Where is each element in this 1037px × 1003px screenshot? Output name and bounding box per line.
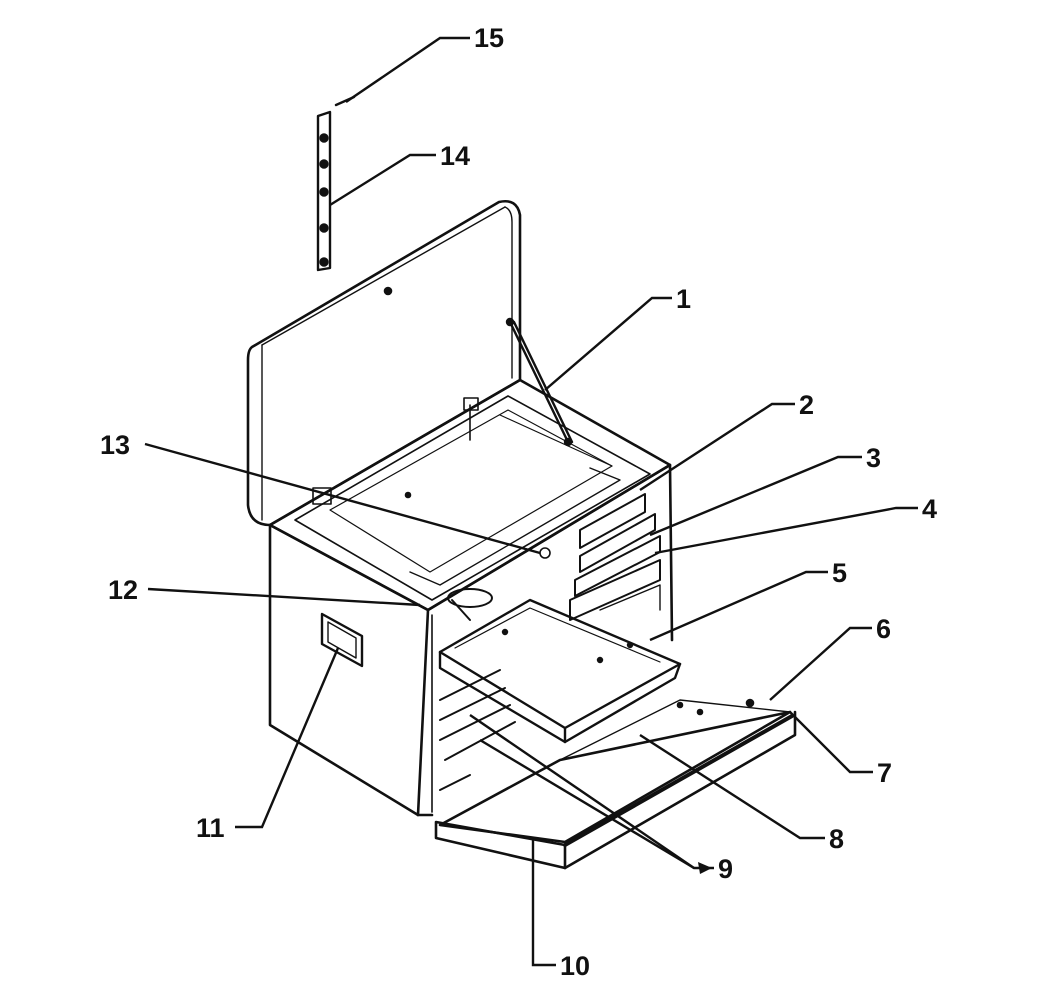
leader-4	[654, 506, 918, 555]
callout-10: 10	[560, 951, 590, 981]
lid	[246, 200, 522, 527]
middle-drawer	[438, 598, 682, 744]
side-handle	[320, 612, 364, 668]
cabinet-body	[268, 463, 674, 817]
leader-12	[147, 587, 421, 607]
callout-11: 11	[196, 813, 225, 843]
callout-14: 14	[440, 141, 470, 171]
callout-13: 13	[100, 430, 130, 460]
callout-5: 5	[832, 558, 847, 588]
leader-9a	[469, 714, 714, 870]
callout-1: 1	[676, 284, 691, 314]
hinge-strip	[316, 110, 332, 272]
leader-8	[639, 733, 825, 840]
leader-5	[649, 570, 828, 642]
leader-3	[649, 455, 862, 537]
leader-7	[789, 711, 873, 774]
leader-6	[769, 626, 872, 701]
leader-1	[544, 296, 672, 391]
hasp	[447, 588, 493, 621]
leader-2	[639, 402, 795, 492]
callout-7: 7	[877, 758, 892, 788]
leader-11	[235, 647, 340, 829]
leader-10	[531, 840, 556, 967]
lid-stay	[505, 317, 574, 447]
leader-lines	[144, 36, 918, 967]
leader-9b	[479, 738, 695, 870]
leader-15	[345, 36, 470, 103]
leader-13	[144, 442, 541, 555]
callout-15: 15	[474, 23, 504, 53]
callout-labels: 15 14 1 2 3 4 5 6 7 8 9 10 11 12 13	[100, 23, 937, 981]
callout-4: 4	[922, 494, 937, 524]
callout-3: 3	[866, 443, 881, 473]
callout-2: 2	[799, 390, 814, 420]
callout-8: 8	[829, 824, 844, 854]
callout-9: 9	[718, 854, 733, 884]
bottom-drawer	[434, 698, 797, 870]
callout-12: 12	[108, 575, 138, 605]
callout-6: 6	[876, 614, 891, 644]
drawer-slides	[439, 669, 516, 791]
leader-14	[329, 153, 436, 207]
